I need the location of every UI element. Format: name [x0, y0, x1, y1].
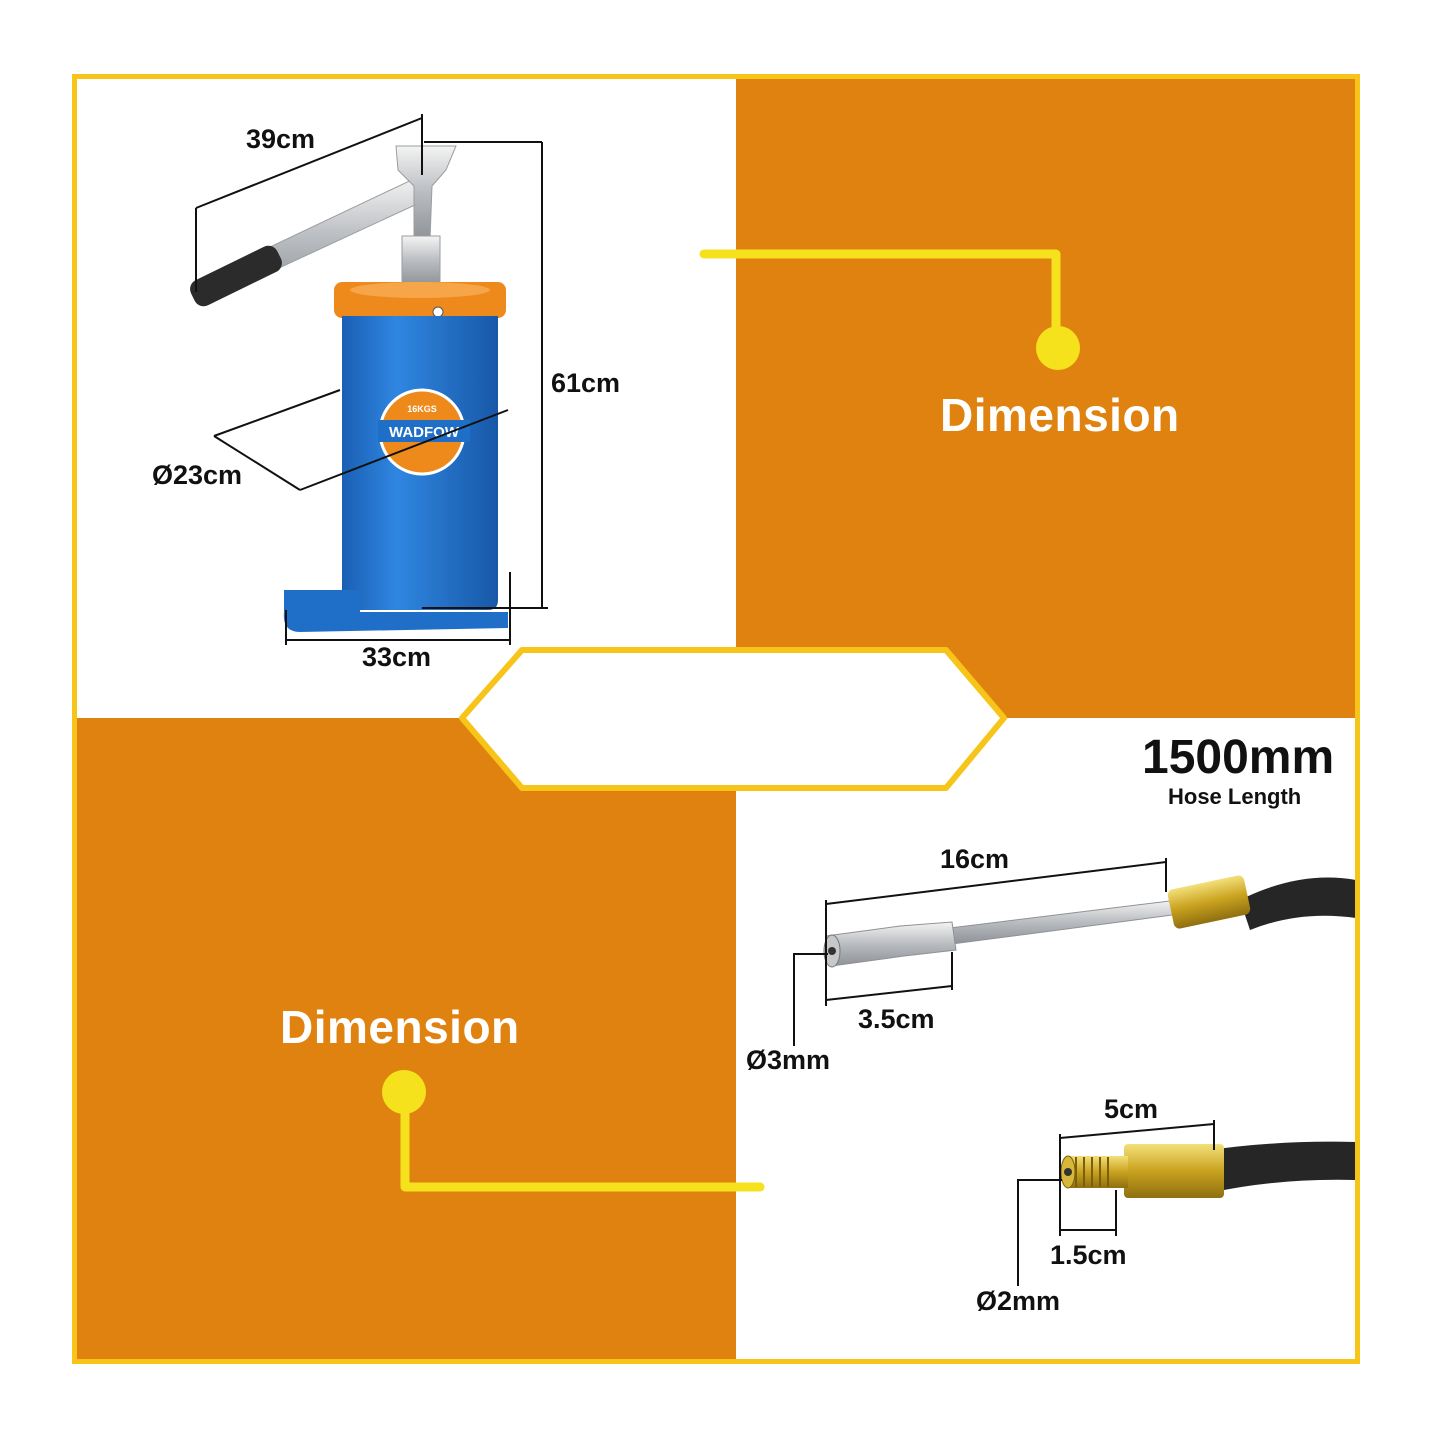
- hose-length-value: 1500mm: [1142, 731, 1335, 784]
- connector-dot-top: [1036, 326, 1080, 370]
- hose-fitting-image: [1060, 1141, 1356, 1198]
- tip-diameter-label: Ø3mm: [746, 1045, 831, 1075]
- pump-capacity-text: 16KGS: [407, 404, 437, 414]
- pump-dimension-lines: [195, 114, 548, 645]
- dimension-title-bottom: Dimension: [280, 1001, 520, 1053]
- handle-length-label: 39cm: [246, 124, 316, 154]
- fitting-length-label: 5cm: [1104, 1094, 1159, 1124]
- tip-length-label: 3.5cm: [858, 1004, 935, 1034]
- connector-line-top: [699, 249, 1061, 347]
- dimension-title-top: Dimension: [940, 389, 1180, 441]
- thread-length-label: 1.5cm: [1050, 1240, 1127, 1270]
- thread-diameter-label: Ø2mm: [976, 1286, 1061, 1316]
- bottom-right-panel: [736, 718, 1356, 1360]
- hose-length-caption: Hose Length: [1168, 784, 1302, 809]
- pump-base-width-label: 33cm: [362, 642, 432, 672]
- connector-line-bottom: [400, 1093, 765, 1192]
- pump-height-label: 61cm: [551, 368, 621, 398]
- nozzle-extension-image: [823, 875, 1356, 968]
- center-hexagon: [459, 647, 1007, 791]
- pump-diameter-label: Ø23cm: [152, 460, 243, 490]
- pump-brand-text: WADFOW: [389, 424, 460, 441]
- extension-length-label: 16cm: [940, 844, 1010, 874]
- nozzle-dimension-lines: [793, 858, 1167, 1046]
- grease-pump-image: [190, 145, 508, 632]
- connector-dot-bottom: [382, 1070, 426, 1114]
- bottom-left-panel: [76, 718, 736, 1360]
- fitting-dimension-lines: [1017, 1120, 1215, 1286]
- top-right-panel: [736, 78, 1356, 718]
